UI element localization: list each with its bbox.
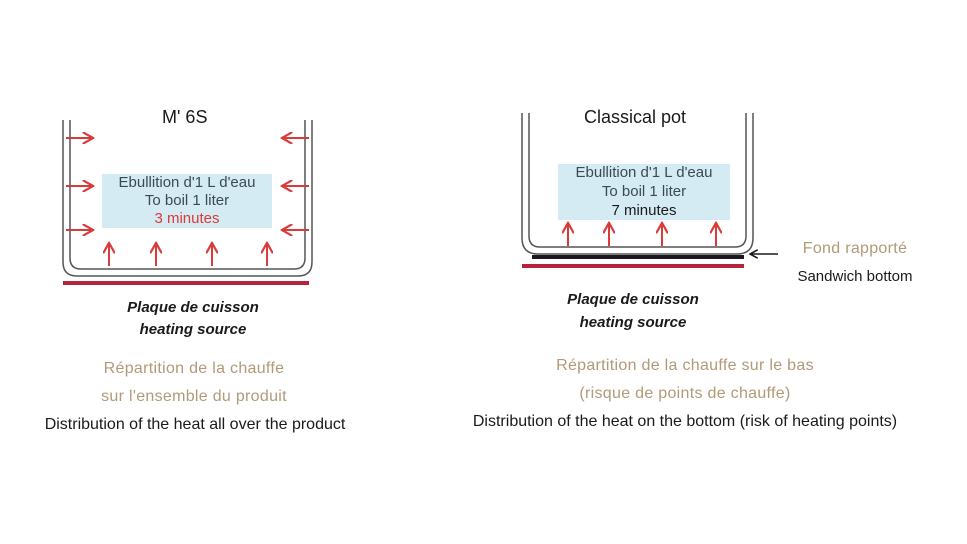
m6s-distribution-en: Distribution of the heat all over the pr…	[44, 416, 346, 433]
classical-boil-time: 7 minutes	[611, 202, 677, 219]
classical-distribution-fr-line1: Répartition de la chauffe sur le bas	[556, 357, 814, 374]
classical-source-line1: Plaque de cuisson	[567, 291, 699, 308]
m6s-pot-outer-wall	[62, 120, 313, 277]
m6s-distribution-fr-line1: Répartition de la chauffe	[103, 360, 285, 377]
m6s-distribution-fr-line2: sur l'ensemble du produit	[101, 388, 287, 405]
m6s-box-line2: To boil 1 liter	[144, 192, 230, 209]
classical-distribution-en: Distribution of the heat on the bottom (…	[472, 413, 898, 430]
classical-distribution-fr-line2: (risque de points de chauffe)	[579, 385, 791, 402]
classical-pot-inner-wall	[528, 113, 747, 248]
classical-box-line1: Ebullition d'1 L d'eau	[575, 164, 713, 181]
m6s-source-line2: heating source	[139, 321, 247, 338]
sandwich-bottom-fr: Fond rapporté	[802, 240, 908, 257]
m6s-pot-inner-wall	[69, 120, 306, 270]
m6s-side-arrows-right	[283, 138, 309, 230]
classical-source-line2: heating source	[579, 314, 687, 331]
classical-bottom-arrows	[568, 224, 716, 246]
classical-pot-outer-wall	[521, 113, 754, 255]
classical-box-line2: To boil 1 liter	[601, 183, 687, 200]
m6s-pot	[62, 120, 313, 277]
classical-title: Classical pot	[584, 107, 687, 127]
m6s-boil-time: 3 minutes	[154, 210, 220, 227]
m6s-side-arrows-left	[66, 138, 92, 230]
m6s-title: M' 6S	[162, 107, 208, 127]
classical-water-box	[558, 164, 730, 220]
m6s-source-line1: Plaque de cuisson	[127, 299, 259, 316]
m6s-bottom-arrows	[109, 244, 267, 266]
m6s-water-box	[102, 174, 272, 228]
m6s-box-line1: Ebullition d'1 L d'eau	[118, 174, 256, 191]
sandwich-bottom-en: Sandwich bottom	[797, 268, 913, 285]
classical-pot	[521, 113, 754, 255]
